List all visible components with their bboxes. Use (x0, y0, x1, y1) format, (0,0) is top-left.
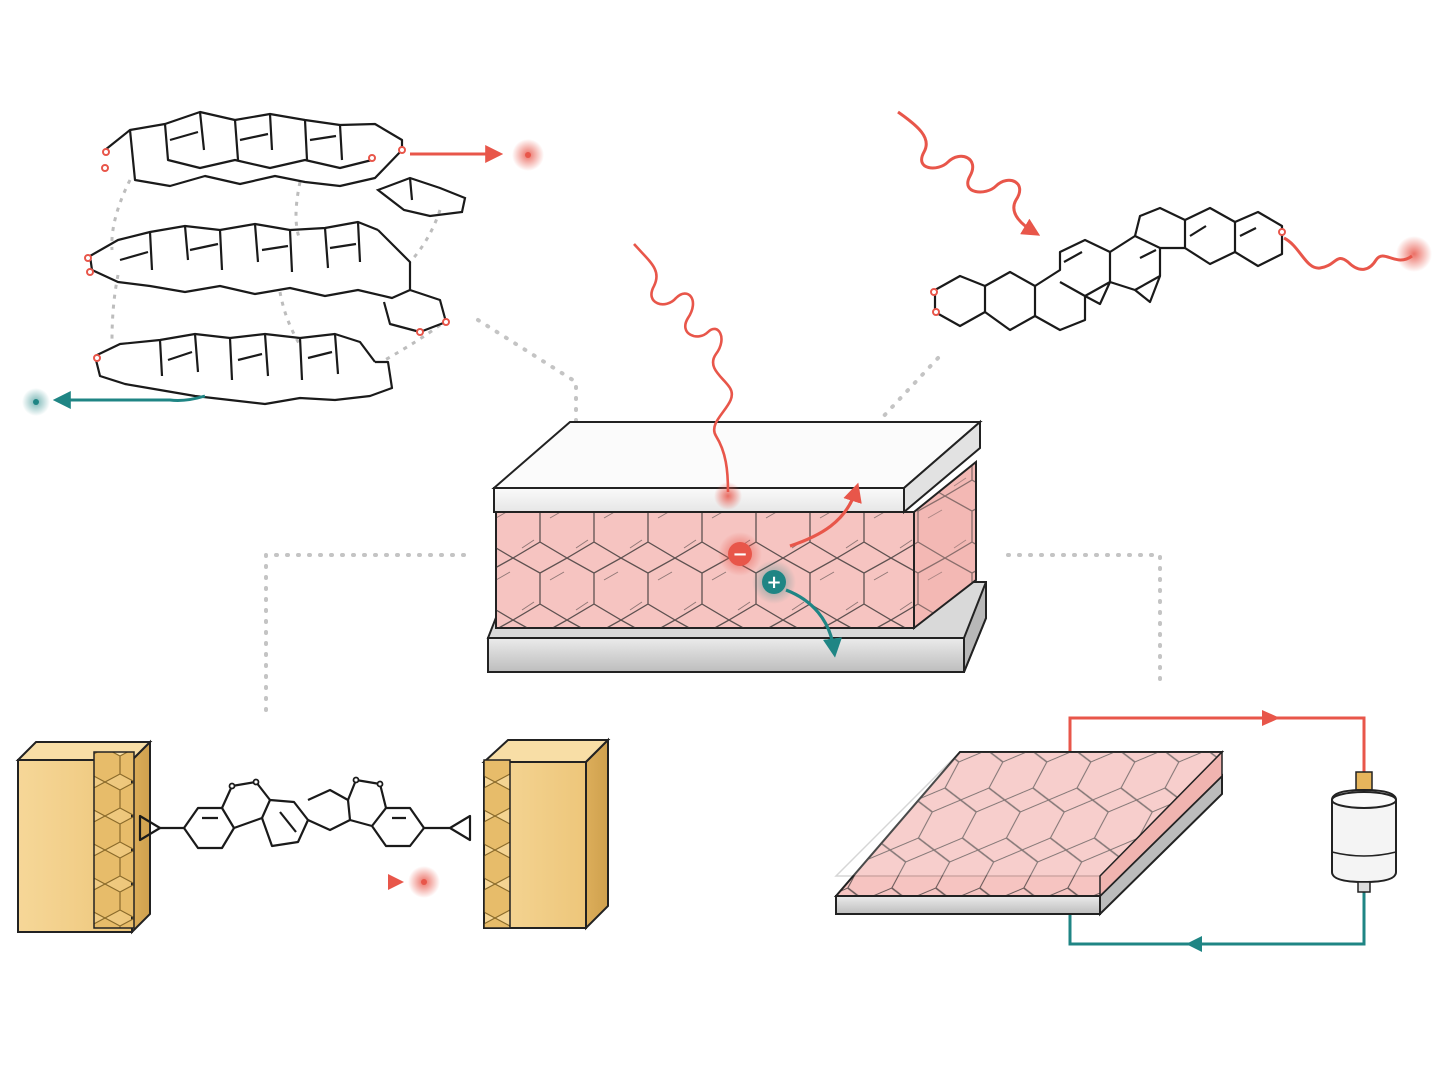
sheet-1-side-ring (375, 176, 467, 218)
junction-heteroatoms (228, 776, 384, 790)
negative-charge (728, 542, 752, 566)
aromatic-sheet-1 (104, 110, 404, 188)
top-electrode (491, 419, 983, 515)
negative-charge-symbol: − (732, 544, 747, 565)
circuit-wire-bottom (1068, 892, 1366, 946)
connector-bottom-left (264, 553, 466, 712)
hole-transfer-arrow (52, 391, 206, 409)
ladder-oligomer (933, 206, 1284, 332)
conjugated-oligomer-panel (897, 110, 1432, 332)
incident-light-wave-center (633, 243, 734, 493)
sheet-2-heteroatoms (84, 254, 450, 336)
oligomer-heteroatoms (930, 228, 1286, 316)
thin-film-circuit-panel (833, 710, 1397, 952)
emitted-wave-right (1283, 236, 1413, 271)
junction-molecule (138, 778, 472, 850)
aromatic-sheet-3 (93, 332, 394, 406)
right-gold-electrode (481, 737, 611, 931)
hole-dot (33, 399, 39, 405)
circuit-arrow-bottom (1186, 936, 1202, 952)
pi-stacked-sheets-panel (22, 110, 544, 416)
sheet-3-heteroatom (93, 354, 101, 362)
interlayer-dashes (110, 179, 442, 362)
electron-extraction-arrow (789, 482, 862, 548)
incident-light-wave-right (897, 110, 1041, 236)
transport-endpoint-dot (421, 879, 427, 885)
sheet-1-heteroatoms (101, 146, 406, 172)
charge-transport-arrowhead (388, 874, 404, 890)
circuit-wire-top (1068, 716, 1366, 772)
thin-film-device (833, 750, 1225, 917)
load-component (1331, 771, 1397, 893)
emission-glow (1396, 236, 1432, 272)
sandwich-device: − + (486, 243, 987, 674)
positive-charge-symbol: + (766, 572, 781, 593)
circuit-arrow-top (1262, 710, 1280, 726)
photon-absorption-glow (714, 482, 742, 510)
left-gold-electrode (15, 739, 153, 935)
electron-dot (525, 152, 531, 158)
active-layer (495, 459, 977, 631)
positive-charge (762, 570, 786, 594)
connector-bottom-right (1006, 553, 1162, 686)
aromatic-sheet-2 (88, 220, 448, 334)
hole-extraction-arrow (785, 588, 842, 658)
molecular-junction-panel (15, 737, 611, 935)
